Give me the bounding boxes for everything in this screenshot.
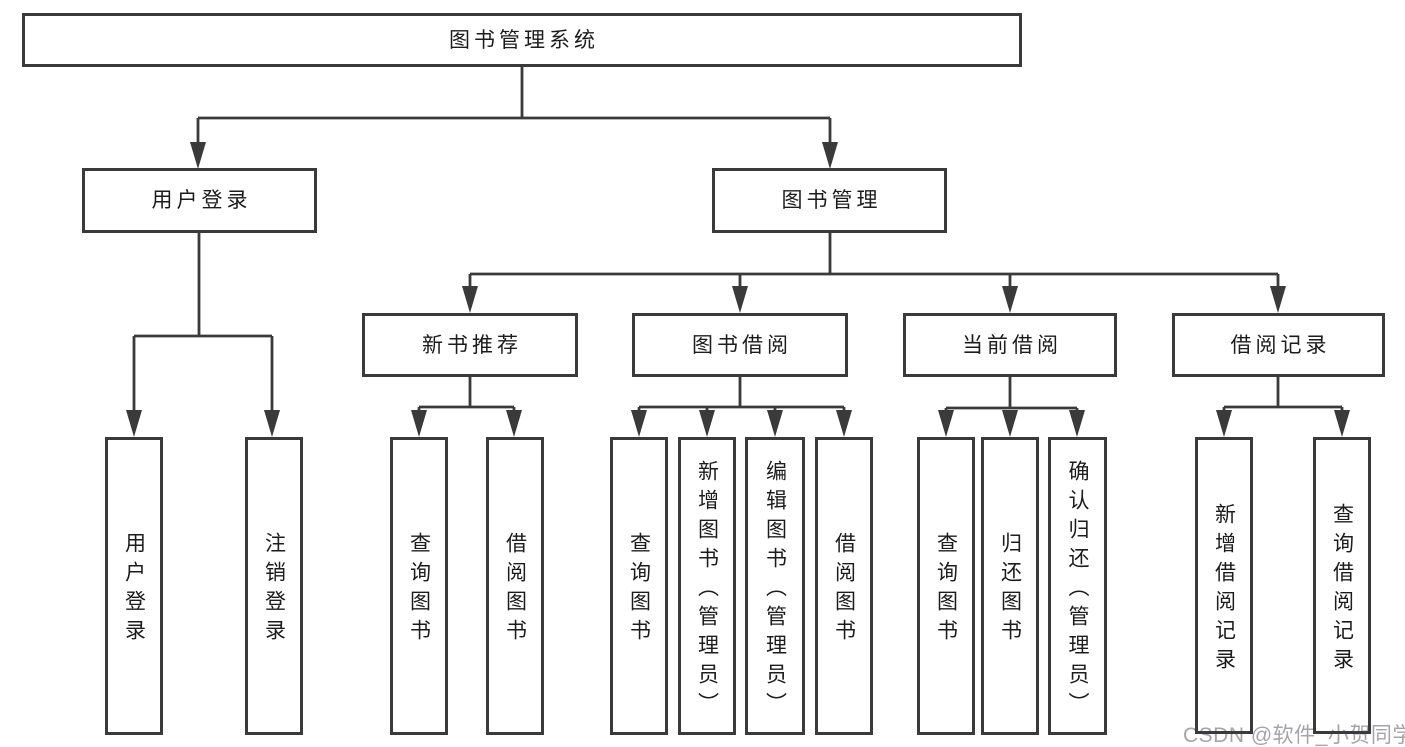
leaf-edit-book-admin: 编辑图书（管理员）	[745, 437, 805, 735]
leaf-borrow-query-book: 查询图书	[610, 437, 668, 735]
leaf-add-borrow-record-label: 新增借阅记录	[1212, 502, 1236, 677]
node-borrow-record: 借阅记录	[1172, 313, 1385, 377]
leaf-logout: 注销登录	[245, 437, 303, 735]
node-user-login-label: 用户登录	[151, 189, 252, 212]
leaf-query-borrow-record-label: 查询借阅记录	[1330, 502, 1354, 677]
leaf-add-book-admin-label: 新增图书（管理员）	[695, 459, 719, 721]
node-new-book-recommend: 新书推荐	[362, 313, 578, 377]
leaf-user-login: 用户登录	[105, 437, 163, 735]
leaf-recommend-borrow-book: 借阅图书	[486, 437, 544, 735]
node-root-label: 图书管理系统	[449, 28, 599, 52]
leaf-borrow-query-book-label: 查询图书	[627, 532, 651, 648]
leaf-return-book: 归还图书	[981, 437, 1039, 735]
node-current-borrow: 当前借阅	[903, 313, 1117, 377]
csdn-watermark: CSDN @软件_小贺同学	[1183, 724, 1405, 747]
leaf-return-book-label: 归还图书	[998, 532, 1022, 648]
leaf-confirm-return-admin: 确认归还（管理员）	[1048, 437, 1107, 735]
node-book-borrow-label: 图书借阅	[692, 333, 792, 357]
node-current-borrow-label: 当前借阅	[962, 333, 1062, 357]
node-book-management-label: 图书管理	[781, 189, 882, 212]
node-user-login: 用户登录	[82, 168, 317, 233]
node-root: 图书管理系统	[22, 13, 1022, 67]
leaf-add-book-admin: 新增图书（管理员）	[678, 437, 736, 735]
leaf-recommend-borrow-book-label: 借阅图书	[503, 532, 527, 648]
leaf-edit-book-admin-label: 编辑图书（管理员）	[763, 459, 787, 721]
leaf-recommend-query-book-label: 查询图书	[407, 532, 431, 648]
leaf-logout-label: 注销登录	[262, 532, 286, 648]
leaf-current-query-book: 查询图书	[917, 437, 975, 735]
node-borrow-record-label: 借阅记录	[1230, 333, 1331, 357]
leaf-user-login-label: 用户登录	[122, 532, 146, 648]
leaf-query-borrow-record: 查询借阅记录	[1313, 437, 1371, 734]
node-book-borrow: 图书借阅	[632, 313, 848, 377]
leaf-current-query-book-label: 查询图书	[934, 532, 958, 648]
leaf-borrow-book-label: 借阅图书	[832, 532, 856, 648]
node-book-management: 图书管理	[712, 168, 947, 233]
leaf-borrow-book: 借阅图书	[815, 437, 873, 735]
leaf-add-borrow-record: 新增借阅记录	[1195, 437, 1253, 734]
leaf-recommend-query-book: 查询图书	[390, 437, 448, 735]
node-new-book-recommend-label: 新书推荐	[422, 333, 522, 357]
leaf-confirm-return-admin-label: 确认归还（管理员）	[1066, 459, 1089, 721]
